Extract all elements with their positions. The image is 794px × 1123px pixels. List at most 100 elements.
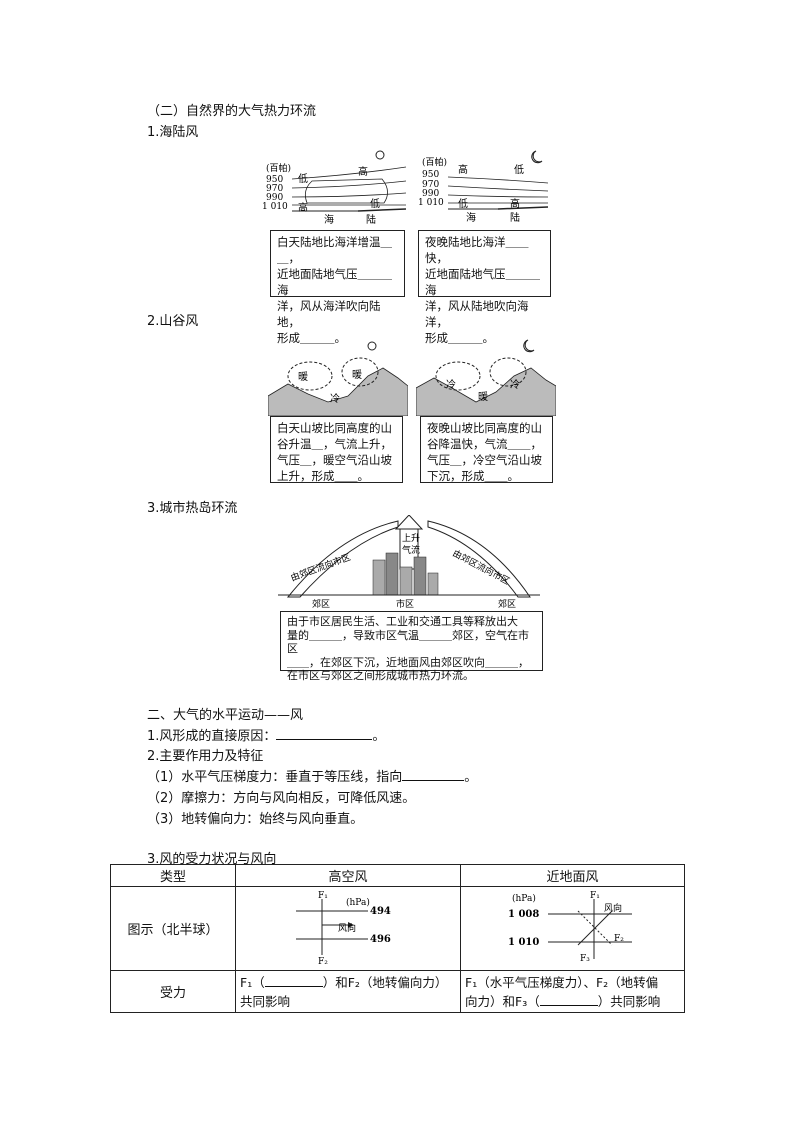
- box-line: 量的＿＿＿，导致市区气温＿＿＿郊区，空气在市区: [287, 628, 529, 656]
- force2-line: （2）摩擦力：方向与风向相反，可降低风速。: [147, 791, 416, 806]
- suburb-label: 郊区: [498, 598, 516, 610]
- answer-blank[interactable]: [276, 727, 373, 740]
- header-type: 类型: [110, 864, 236, 887]
- unit-label: (百帕): [266, 162, 291, 174]
- box-line: 洋，风从海洋吹向陆地，: [277, 299, 381, 329]
- rise-label: 上升: [402, 533, 420, 544]
- high-force-cell: F₁（ ）和F₂（地转偏向力） 共同影响: [235, 970, 461, 1013]
- box-line: 谷降温快，气流＿＿，: [427, 437, 542, 451]
- high-bottom-label: 高: [298, 201, 308, 214]
- warm-label: 暖: [298, 370, 308, 383]
- wind-force-title: 3.风的受力状况与风向: [147, 852, 277, 867]
- mountain-day-diagram: 暖 暖 冷: [268, 341, 408, 416]
- answer-blank[interactable]: [402, 768, 465, 781]
- high-bottom-label: 高: [510, 197, 520, 210]
- wind-cause-label: 1.风形成的直接原因：: [147, 729, 277, 744]
- wind-label: 风向: [604, 902, 622, 914]
- box-line: 气压＿，冷空气沿山坡: [427, 453, 542, 467]
- high-wind-diagram: F₁ F₂ (hPa) 494 496 风向: [296, 891, 391, 967]
- sea-label: 海: [324, 213, 334, 226]
- urban-heat-box: 由于市区居民生活、工业和交通工具等释放出大 量的＿＿＿，导致市区气温＿＿＿郊区，…: [280, 611, 543, 682]
- mountain-valley-title: 2.山谷风: [147, 314, 199, 329]
- wind-table: 类型 高空风 近地面风 图示（北半球） F₁ F₂ (hPa) 494 496 …: [110, 864, 685, 1013]
- sea-label: 海: [466, 211, 476, 224]
- mountain-day-box: 白天山坡比同高度的山 谷升温＿，气流上升， 气压＿，暖空气沿山坡 上升，形成＿＿…: [270, 416, 403, 483]
- row-force-label: 受力: [110, 970, 236, 1013]
- wind-label: 风向: [338, 922, 356, 934]
- header-high: 高空风: [235, 864, 461, 887]
- land-label: 陆: [510, 211, 520, 224]
- sea-land-title: 1.海陆风: [147, 125, 199, 140]
- box-line: 上升，形成＿＿。: [277, 469, 369, 483]
- punctuation: 。: [372, 729, 386, 744]
- p970-label: 970: [422, 180, 439, 190]
- cold-label: 冷: [510, 378, 520, 391]
- section2-heading: 二、大气的水平运动——风: [147, 708, 304, 723]
- p1010-label: 1 010: [508, 937, 539, 948]
- p990-label: 990: [266, 193, 283, 203]
- rise-label: 气流: [402, 544, 420, 556]
- p1008-label: 1 008: [508, 909, 539, 920]
- p1010-label: 1 010: [418, 198, 444, 208]
- p494-label: 494: [370, 906, 391, 917]
- urban-heat-title: 3.城市热岛环流: [147, 501, 238, 516]
- row-diagram-label: 图示（北半球）: [110, 886, 236, 971]
- box-line: 下沉，形成＿＿。: [427, 469, 519, 483]
- box-line: 近地面陆地气压＿＿＿海: [277, 267, 392, 297]
- force-text: F₁（: [240, 974, 265, 990]
- wind-cause-line: 1.风形成的直接原因： 。: [147, 725, 385, 744]
- mountain-night-diagram: 冷 冷 暖: [416, 339, 556, 416]
- box-line: 洋，风从陆地吹向海洋，: [425, 299, 529, 329]
- left-arrow-label: 由郊区流向市区: [289, 551, 352, 584]
- box-line: 由于市区居民生活、工业和交通工具等释放出大: [287, 615, 518, 628]
- sea-land-night-box: 夜晚陆地比海洋＿＿快， 近地面陆地气压＿＿＿海 洋，风从陆地吹向海洋， 形成＿＿…: [418, 230, 551, 345]
- high-top-label: 高: [458, 163, 468, 176]
- unit-label: (hPa): [346, 897, 370, 908]
- header-low: 近地面风: [460, 864, 685, 887]
- f1-label: F₁: [318, 891, 328, 901]
- box-line: ＿＿，在郊区下沉，近地面风由郊区吹向＿＿＿，: [287, 655, 529, 669]
- low-force-cell: F₁（水平气压梯度力）、F₂（地转偏 向力）和F₃（）共同影响: [460, 970, 685, 1013]
- mountain-night-box: 夜晚山坡比同高度的山 谷降温快，气流＿＿， 气压＿，冷空气沿山坡 下沉，形成＿＿…: [420, 416, 553, 483]
- force-text: 向力）和F₃（: [465, 993, 540, 1009]
- unit-label: (hPa): [512, 893, 536, 904]
- unit-label: (百帕): [422, 156, 447, 168]
- answer-blank[interactable]: [264, 974, 323, 987]
- box-line: 白天陆地比海洋增温＿＿，: [277, 235, 392, 265]
- force-text: ）和F₂（地转偏向力）: [322, 974, 448, 990]
- box-line: 近地面陆地气压＿＿＿海: [425, 267, 540, 297]
- f2-label: F₂: [614, 934, 624, 944]
- land-label: 陆: [366, 213, 376, 226]
- sea-land-day-box: 白天陆地比海洋增温＿＿， 近地面陆地气压＿＿＿海 洋，风从海洋吹向陆地， 形成＿…: [270, 230, 405, 345]
- high-wind-diagram-cell: F₁ F₂ (hPa) 494 496 风向: [235, 886, 461, 971]
- low-bottom-label: 低: [458, 197, 468, 210]
- box-line: 夜晚陆地比海洋＿＿快，: [425, 235, 529, 265]
- punctuation: 。: [464, 770, 478, 785]
- p950-label: 950: [266, 175, 283, 185]
- f1-label: F₁: [590, 891, 600, 901]
- city-label: 市区: [396, 598, 414, 610]
- force-text: 共同影响: [240, 993, 291, 1009]
- warm-label: 暖: [352, 368, 362, 381]
- section-heading: （二）自然界的大气热力环流: [147, 104, 317, 119]
- low-top-label: 低: [514, 163, 524, 176]
- force1-line: （1）水平气压梯度力：垂直于等压线，指向 。: [147, 766, 477, 785]
- force1-label: （1）水平气压梯度力：垂直于等压线，指向: [147, 770, 403, 785]
- box-line: 夜晚山坡比同高度的山: [427, 421, 542, 435]
- low-wind-diagram: (hPa) 1 008 1 010 F₁ F₂ F₃ 风向: [508, 891, 632, 964]
- box-line: 形成＿＿＿。: [425, 331, 494, 345]
- sea-land-day-diagram: (百帕) 950 970 990 1 010 低 高 高 低 海 陆: [262, 150, 407, 226]
- urban-heat-diagram: 上升 气流 由郊区流向市区 由郊区流向市区 郊区 市区 郊区: [278, 515, 540, 610]
- f3-label: F₃: [580, 954, 590, 964]
- p970-label: 970: [266, 184, 283, 194]
- box-line: 白天山坡比同高度的山: [277, 421, 392, 435]
- force-text: ）共同影响: [597, 993, 661, 1009]
- low-bottom-label: 低: [370, 197, 380, 210]
- p950-label: 950: [422, 170, 439, 180]
- answer-blank[interactable]: [539, 993, 598, 1006]
- main-forces-title: 2.主要作用力及特征: [147, 749, 264, 764]
- force3-line: （3）地转偏向力：始终与风向垂直。: [147, 812, 364, 827]
- box-line: 气压＿，暖空气沿山坡: [277, 453, 392, 467]
- box-line: 在市区与郊区之间形成城市热力环流。: [287, 669, 474, 682]
- box-line: 谷升温＿，气流上升，: [277, 437, 392, 451]
